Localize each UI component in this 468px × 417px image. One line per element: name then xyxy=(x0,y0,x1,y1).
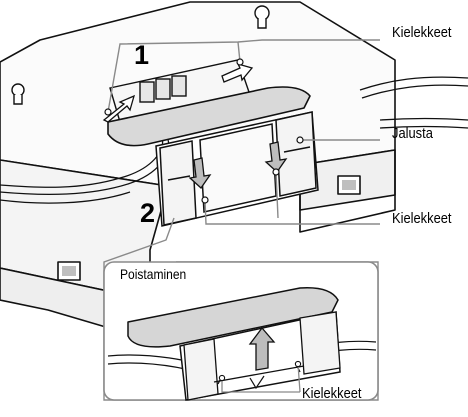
step-number-2: 2 xyxy=(140,198,156,228)
callout-dot xyxy=(104,58,304,204)
removal-title: Poistaminen xyxy=(120,266,187,282)
keyhole-icon xyxy=(11,5,270,105)
callout-lines xyxy=(103,39,380,401)
callout-stand: Jalusta xyxy=(392,125,433,142)
stand-body xyxy=(155,111,319,227)
removal-inset xyxy=(103,261,379,401)
callout-tabs-middle: Kielekkeet xyxy=(392,210,452,227)
step-number-1: 1 xyxy=(134,40,150,70)
callout-tabs-inset: Kielekkeet xyxy=(302,385,362,402)
slide-arrow xyxy=(102,62,254,123)
connector-recess xyxy=(109,59,251,123)
stand-cover xyxy=(107,86,311,147)
callout-tabs-top: Kielekkeet xyxy=(392,24,452,41)
push-down-arrow xyxy=(188,141,288,189)
